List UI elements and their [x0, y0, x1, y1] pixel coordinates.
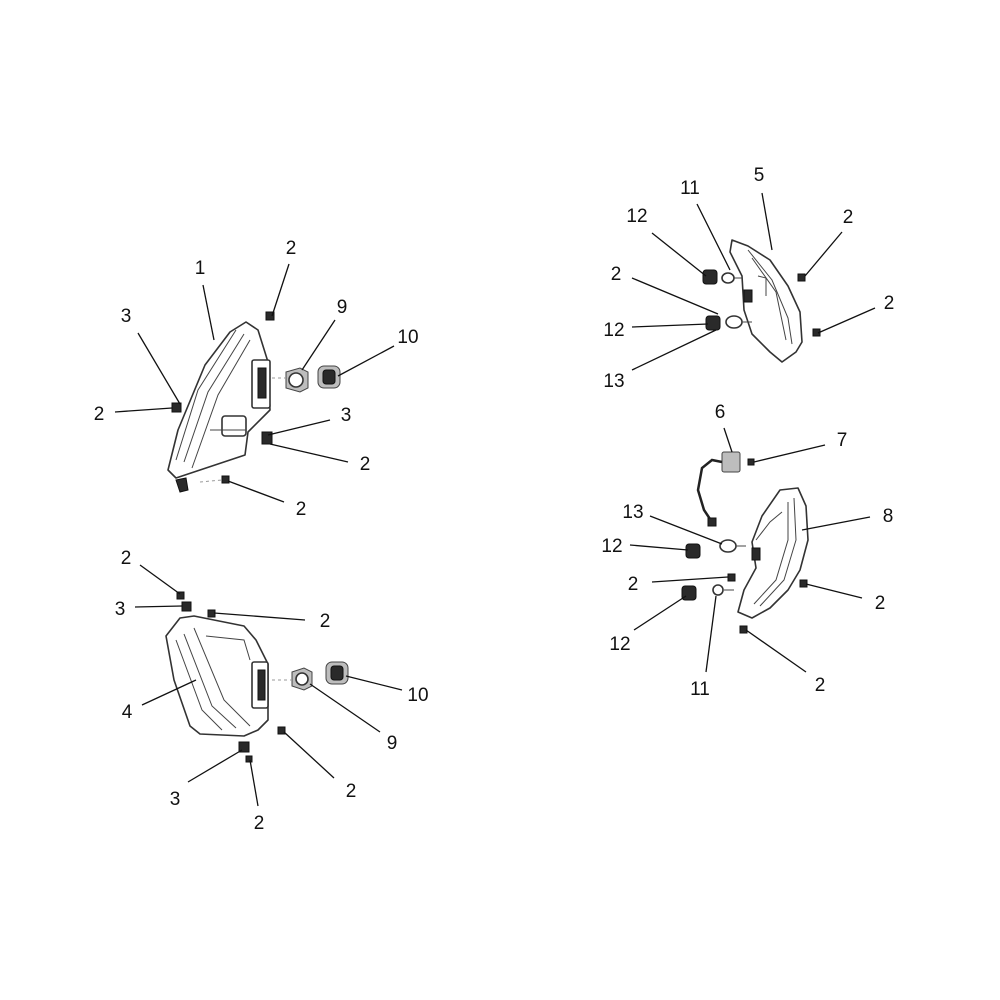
- callout-label-2: 2: [320, 611, 331, 632]
- leader-b3a: [134, 605, 183, 608]
- callout-label-2: 2: [611, 264, 622, 285]
- callout-label-2: 2: [628, 574, 639, 595]
- leader-a3a: [137, 332, 181, 405]
- leader-b2b: [213, 612, 306, 621]
- leader-d11: [705, 595, 717, 673]
- callout-label-2: 2: [875, 593, 886, 614]
- leader-a2c: [269, 443, 349, 463]
- bulb-holder-12b-13: [705, 315, 752, 331]
- bulb-socket-9a: [285, 367, 309, 393]
- callout-label-12: 12: [601, 536, 622, 557]
- leader-b10: [345, 675, 403, 691]
- callout-label-3: 3: [170, 789, 181, 810]
- leader-d6: [723, 427, 733, 453]
- callout-label-6: 6: [715, 402, 726, 423]
- bulb-cap-10a: [317, 365, 341, 389]
- callout-label-2: 2: [121, 548, 132, 569]
- leader-b2c: [249, 759, 259, 807]
- callout-label-11: 11: [690, 679, 710, 700]
- callout-label-8: 8: [883, 506, 894, 527]
- leader-c2c: [817, 307, 876, 334]
- leader-b2d: [283, 731, 335, 779]
- callout-label-11: 11: [680, 178, 700, 199]
- leader-d7: [753, 444, 826, 463]
- leader-b9: [309, 683, 381, 733]
- leader-d2a: [651, 576, 729, 583]
- leader-d8: [801, 516, 871, 531]
- callout-label-7: 7: [837, 430, 848, 451]
- leader-d13: [649, 515, 723, 545]
- leader-a2a: [271, 263, 290, 317]
- leader-c2a: [804, 231, 843, 277]
- bulb-socket-9b: [291, 667, 313, 691]
- leader-c11: [696, 203, 731, 271]
- leader-d2b: [805, 583, 863, 599]
- callout-label-10: 10: [397, 327, 418, 348]
- callout-label-3: 3: [121, 306, 132, 327]
- callout-label-9: 9: [337, 297, 348, 318]
- callout-label-5: 5: [754, 165, 765, 186]
- leader-b3b: [187, 749, 243, 783]
- leader-a9: [301, 319, 336, 371]
- callout-label-2: 2: [360, 454, 371, 475]
- bulb-cap-10b: [325, 661, 349, 685]
- callout-label-2: 2: [254, 813, 265, 834]
- callout-label-4: 4: [122, 702, 133, 723]
- leader-c2b: [631, 277, 719, 315]
- leader-a2d: [227, 480, 285, 503]
- callout-label-3: 3: [341, 405, 352, 426]
- bulb-holder-12c-13: [685, 539, 746, 559]
- leader-a1: [202, 284, 215, 341]
- callout-label-2: 2: [843, 207, 854, 228]
- leader-b4: [141, 679, 197, 706]
- leader-c5: [761, 192, 773, 251]
- callout-label-3: 3: [115, 599, 126, 620]
- turn-signal-assembly-upper-right: [702, 239, 821, 363]
- callout-label-2: 2: [94, 404, 105, 425]
- turn-signal-assembly-lower-right: [681, 451, 809, 634]
- bulb-holder-12a: [702, 269, 742, 285]
- callout-label-2: 2: [286, 238, 297, 259]
- callout-label-2: 2: [884, 293, 895, 314]
- leader-d2c: [745, 629, 807, 673]
- leader-c13: [631, 329, 717, 371]
- leader-a3b: [267, 419, 331, 436]
- callout-label-13: 13: [622, 502, 643, 523]
- wire-connector-6: [696, 451, 741, 527]
- callout-label-10: 10: [407, 685, 428, 706]
- leader-c12a: [651, 232, 707, 277]
- callout-label-2: 2: [346, 781, 357, 802]
- callout-label-12: 12: [609, 634, 630, 655]
- leader-b2a: [139, 564, 181, 595]
- callout-label-12: 12: [603, 320, 624, 341]
- callout-label-2: 2: [815, 675, 826, 696]
- leader-d12b: [633, 595, 687, 631]
- callout-label-2: 2: [296, 499, 307, 520]
- leader-a2b: [114, 407, 173, 413]
- callout-label-1: 1: [195, 258, 206, 279]
- leader-c12b: [631, 323, 709, 328]
- callout-label-9: 9: [387, 733, 398, 754]
- bulb-holder-12d-11: [681, 584, 734, 601]
- callout-label-13: 13: [603, 371, 624, 392]
- callout-label-12: 12: [626, 206, 647, 227]
- headlight-assembly-upper-left: [167, 311, 341, 493]
- leader-d12a: [629, 544, 689, 551]
- leader-a10: [337, 345, 395, 377]
